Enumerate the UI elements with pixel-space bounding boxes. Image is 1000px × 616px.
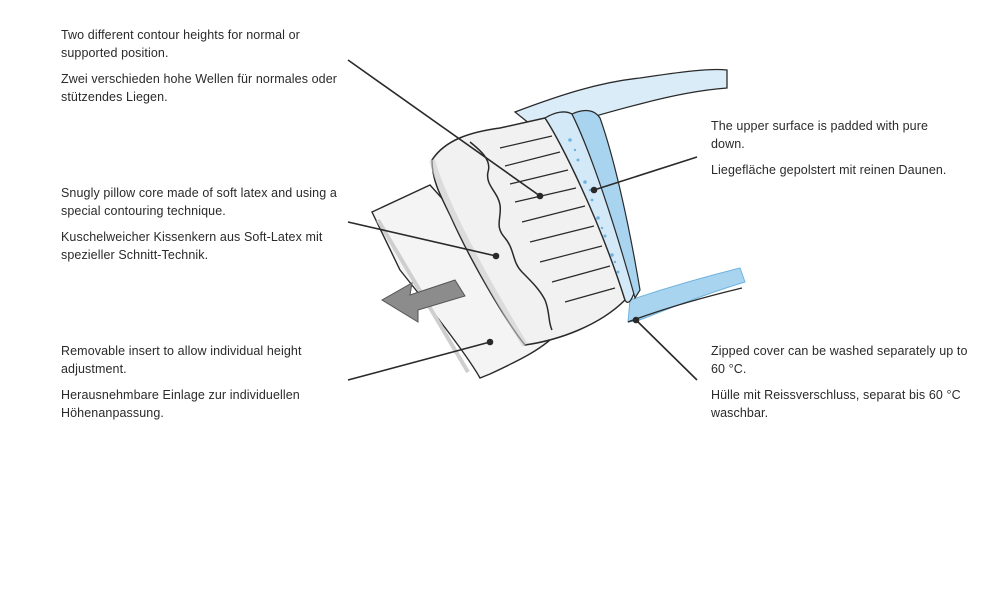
leader-surface <box>593 156 698 191</box>
callout-zipped-cover: Zipped cover can be washed separately up… <box>711 342 971 430</box>
latex-core <box>431 117 626 346</box>
callout-contour-heights-de: Zwei verschieden hohe Wellen für normale… <box>61 72 338 104</box>
callout-zipped-cover-en: Zipped cover can be washed separately up… <box>711 344 968 376</box>
contour-wave <box>469 141 553 331</box>
callout-pillow-core-en: Snugly pillow core made of soft latex an… <box>61 186 337 218</box>
callout-upper-surface-en: The upper surface is padded with pure do… <box>711 119 929 151</box>
callout-contour-heights: Two different contour heights for normal… <box>61 26 351 114</box>
leader-lines <box>347 59 698 381</box>
callout-upper-surface-de: Liegefläche gepolstert mit reinen Daunen… <box>711 163 947 177</box>
callout-removable-insert: Removable insert to allow individual hei… <box>61 342 351 430</box>
leader-zip <box>635 319 698 381</box>
callout-contour-heights-en: Two different contour heights for normal… <box>61 28 300 60</box>
leader-contour <box>347 59 541 197</box>
callout-zipped-cover-de: Hülle mit Reissverschluss, separat bis 6… <box>711 388 961 420</box>
callout-pillow-core: Snugly pillow core made of soft latex an… <box>61 184 351 272</box>
callout-removable-insert-en: Removable insert to allow individual hei… <box>61 344 302 376</box>
callout-upper-surface: The upper surface is padded with pure do… <box>711 117 951 187</box>
callout-removable-insert-de: Herausnehmbare Einlage zur individuellen… <box>61 388 300 420</box>
callout-pillow-core-de: Kuschelweicher Kissenkern aus Soft-Latex… <box>61 230 323 262</box>
leader-core <box>347 221 497 257</box>
leader-insert <box>347 341 491 381</box>
arrow-icon <box>381 279 466 323</box>
core-stripes <box>499 135 616 303</box>
cover-ribbon-bottom <box>627 267 746 323</box>
cover-band-side <box>571 109 641 300</box>
